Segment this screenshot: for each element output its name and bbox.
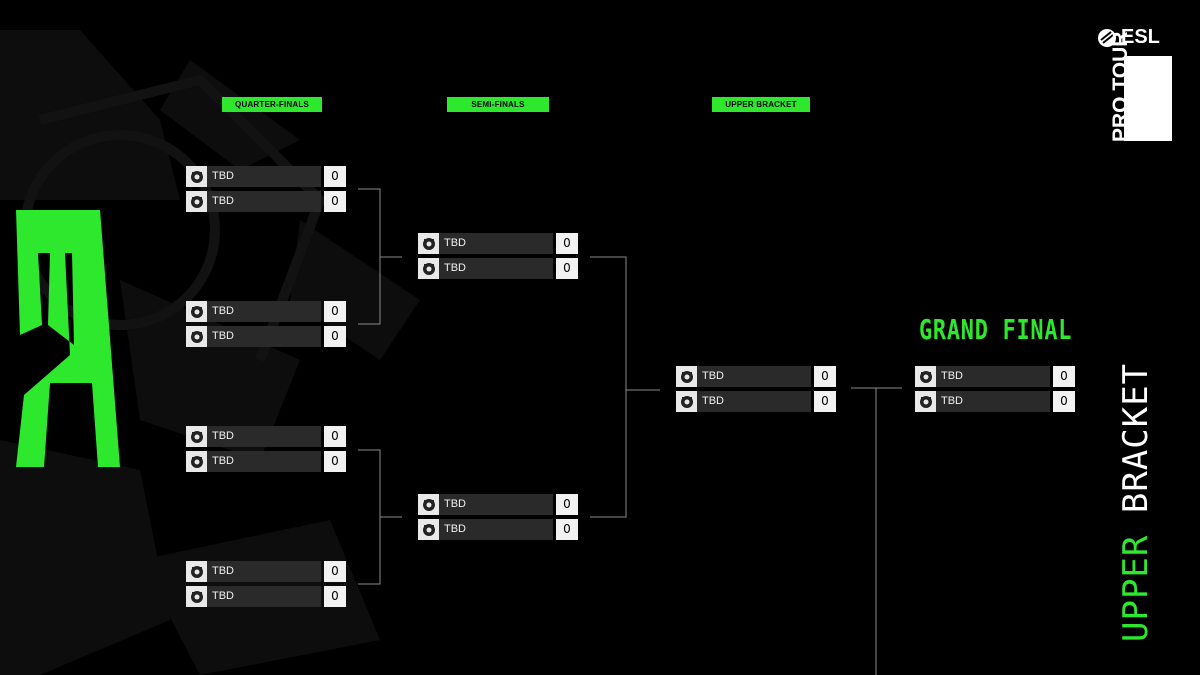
team-row[interactable]: TBD 0 xyxy=(418,519,578,540)
team-name: TBD xyxy=(439,494,553,515)
side-title-word-bracket: BRACKET xyxy=(1116,362,1156,514)
team-row[interactable]: TBD 0 xyxy=(676,391,836,412)
tournament-a-logo xyxy=(16,210,120,467)
team-name: TBD xyxy=(207,586,321,607)
team-placeholder-icon xyxy=(915,391,936,412)
team-placeholder-icon xyxy=(186,586,207,607)
match-qf2[interactable]: TBD 0 TBD 0 xyxy=(186,301,346,351)
match-upper-bracket-final[interactable]: TBD 0 TBD 0 xyxy=(676,366,836,416)
team-row[interactable]: TBD 0 xyxy=(186,166,346,187)
team-row[interactable]: TBD 0 xyxy=(915,366,1075,387)
team-score: 0 xyxy=(814,366,836,387)
team-score: 0 xyxy=(1053,366,1075,387)
team-row[interactable]: TBD 0 xyxy=(915,391,1075,412)
team-row[interactable]: TBD 0 xyxy=(418,258,578,279)
grand-final-title: GRAND FINAL xyxy=(919,313,1073,346)
esl-circle-icon xyxy=(1098,29,1116,47)
side-title-word-upper: UPPER xyxy=(1116,534,1156,642)
team-score: 0 xyxy=(814,391,836,412)
team-score: 0 xyxy=(324,586,346,607)
team-placeholder-icon xyxy=(418,233,439,254)
team-row[interactable]: TBD 0 xyxy=(186,586,346,607)
round-label-semi-finals: SEMI-FINALS xyxy=(447,97,549,112)
team-placeholder-icon xyxy=(418,519,439,540)
team-name: TBD xyxy=(439,233,553,254)
team-placeholder-icon xyxy=(418,494,439,515)
team-placeholder-icon xyxy=(186,451,207,472)
team-row[interactable]: TBD 0 xyxy=(186,191,346,212)
team-name: TBD xyxy=(207,561,321,582)
team-placeholder-icon xyxy=(186,326,207,347)
team-name: TBD xyxy=(207,191,321,212)
match-sf1[interactable]: TBD 0 TBD 0 xyxy=(418,233,578,283)
team-placeholder-icon xyxy=(676,366,697,387)
team-placeholder-icon xyxy=(186,426,207,447)
pro-tour-wordmark: PRO TOUR xyxy=(1109,31,1132,142)
team-score: 0 xyxy=(324,426,346,447)
team-score: 0 xyxy=(1053,391,1075,412)
match-qf3[interactable]: TBD 0 TBD 0 xyxy=(186,426,346,476)
team-placeholder-icon xyxy=(915,366,936,387)
team-row[interactable]: TBD 0 xyxy=(186,301,346,322)
team-name: TBD xyxy=(697,366,811,387)
match-qf4[interactable]: TBD 0 TBD 0 xyxy=(186,561,346,611)
team-name: TBD xyxy=(697,391,811,412)
round-label-quarter-finals: QUARTER-FINALS xyxy=(222,97,322,112)
team-name: TBD xyxy=(207,166,321,187)
team-name: TBD xyxy=(439,519,553,540)
team-row[interactable]: TBD 0 xyxy=(186,426,346,447)
team-placeholder-icon xyxy=(418,258,439,279)
team-placeholder-icon xyxy=(186,166,207,187)
team-name: TBD xyxy=(936,366,1050,387)
team-placeholder-icon xyxy=(186,301,207,322)
team-score: 0 xyxy=(556,258,578,279)
match-sf2[interactable]: TBD 0 TBD 0 xyxy=(418,494,578,544)
team-placeholder-icon xyxy=(186,561,207,582)
team-score: 0 xyxy=(556,494,578,515)
team-name: TBD xyxy=(207,326,321,347)
team-row[interactable]: TBD 0 xyxy=(676,366,836,387)
esl-wordmark: ESL xyxy=(1121,26,1160,48)
round-label-upper-bracket-final: UPPER BRACKET FINAL xyxy=(712,97,810,124)
team-score: 0 xyxy=(324,561,346,582)
upper-bracket-side-title: UPPER BRACKET xyxy=(1116,363,1156,642)
team-name: TBD xyxy=(207,301,321,322)
team-name: TBD xyxy=(207,426,321,447)
team-name: TBD xyxy=(936,391,1050,412)
team-placeholder-icon xyxy=(186,191,207,212)
match-grand-final[interactable]: TBD 0 TBD 0 xyxy=(915,366,1075,416)
team-name: TBD xyxy=(207,451,321,472)
team-score: 0 xyxy=(556,233,578,254)
team-row[interactable]: TBD 0 xyxy=(186,561,346,582)
team-row[interactable]: TBD 0 xyxy=(186,326,346,347)
team-score: 0 xyxy=(324,326,346,347)
team-score: 0 xyxy=(324,301,346,322)
team-row[interactable]: TBD 0 xyxy=(418,494,578,515)
team-score: 0 xyxy=(324,191,346,212)
team-score: 0 xyxy=(324,451,346,472)
match-qf1[interactable]: TBD 0 TBD 0 xyxy=(186,166,346,216)
team-row[interactable]: TBD 0 xyxy=(186,451,346,472)
team-name: TBD xyxy=(439,258,553,279)
team-score: 0 xyxy=(556,519,578,540)
team-placeholder-icon xyxy=(676,391,697,412)
team-score: 0 xyxy=(324,166,346,187)
esl-white-bar xyxy=(1124,56,1172,141)
team-row[interactable]: TBD 0 xyxy=(418,233,578,254)
